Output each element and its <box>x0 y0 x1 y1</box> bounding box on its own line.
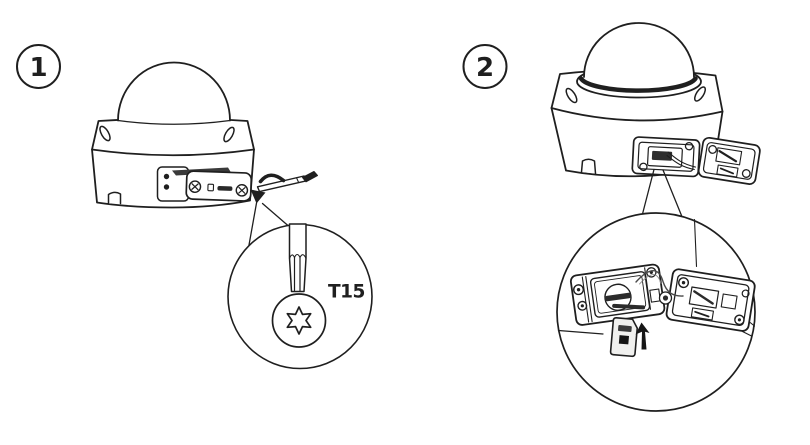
panel-marking-text <box>217 186 233 191</box>
cable-notch <box>580 158 597 175</box>
camera-dome <box>583 22 695 78</box>
camera-dome-base <box>117 119 231 125</box>
t15-screw-head-icon <box>271 293 327 348</box>
step-1-number: 1 <box>29 53 47 83</box>
card-slot-detail-icon <box>569 263 666 326</box>
bit-size-label: T15 <box>328 282 365 303</box>
rotation-arrow-icon <box>250 173 286 204</box>
leader-line-inside <box>693 218 698 268</box>
hinge-and-cable <box>635 269 684 305</box>
torx-star <box>286 306 312 335</box>
panel-marking-symbol <box>207 183 215 192</box>
panel-cover-plate <box>185 170 253 202</box>
camera-dome <box>117 61 231 122</box>
torx-key-icon <box>256 171 318 193</box>
torx-bit-icon <box>288 223 307 293</box>
step-2: 2 <box>462 22 761 412</box>
cable-icon <box>635 269 684 297</box>
vent-right-icon <box>693 86 707 102</box>
sd-slot-opening <box>604 292 632 302</box>
microsd-card-icon <box>609 316 639 358</box>
card-slot-compartment-icon <box>631 136 701 178</box>
screw-panel-icon <box>156 166 253 202</box>
camera-edge-line <box>557 329 604 335</box>
step-2-number: 2 <box>476 53 494 83</box>
cable-notch <box>107 191 122 205</box>
callout-lines-step1 <box>248 196 290 246</box>
magnifier-t15: T15 <box>227 223 373 370</box>
vent-right-icon <box>223 126 235 143</box>
dome-ring-shadow <box>578 76 698 93</box>
step-1: 1 <box>16 44 373 370</box>
step-1-number-badge: 1 <box>16 44 61 89</box>
camera-body-seam <box>91 148 255 157</box>
callout-lines-step2 <box>641 168 683 217</box>
magnifier-sd <box>556 212 756 412</box>
step-2-number-badge: 2 <box>462 44 508 89</box>
open-slot-cover-icon <box>697 136 761 185</box>
vent-left-icon <box>565 87 578 104</box>
vent-left-icon <box>99 125 111 142</box>
insert-arrow-icon <box>635 322 650 350</box>
card-label <box>618 325 632 333</box>
card-logo <box>618 335 630 345</box>
camera-body-seam <box>550 107 724 122</box>
